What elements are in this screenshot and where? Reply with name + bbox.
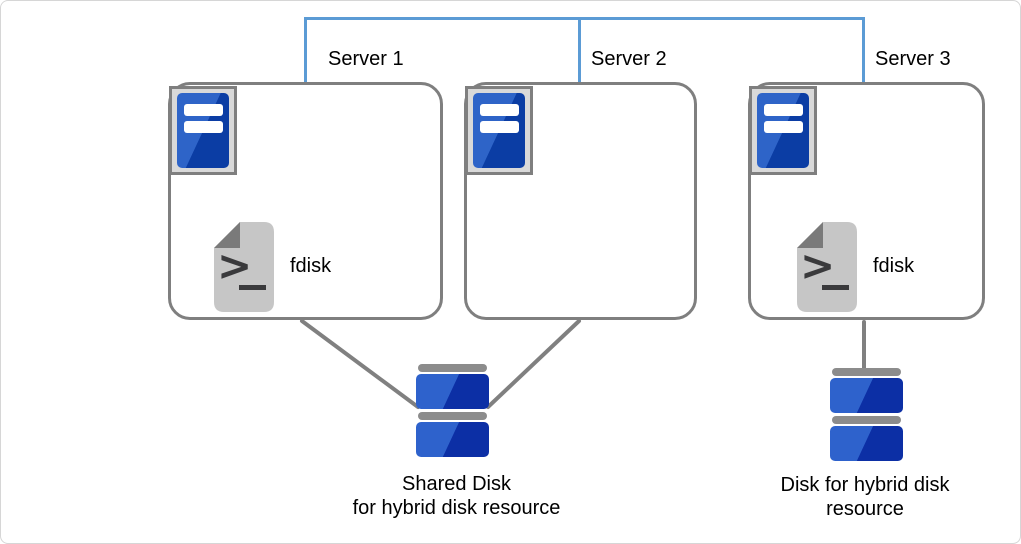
disk-unit: [830, 368, 903, 413]
hybrid-disk-caption: Disk for hybrid disk resource: [755, 473, 975, 521]
server-tower-icon: [757, 93, 809, 168]
server3-label: Server 3: [875, 48, 951, 70]
shared-disk-caption: Shared Disk for hybrid disk resource: [329, 472, 584, 520]
server3-icon-tray: [749, 86, 817, 175]
underscore-glyph: [822, 285, 849, 290]
caption-line: resource: [826, 498, 904, 520]
hybrid-disk-icon: [830, 368, 903, 461]
server2-box: [464, 82, 697, 320]
shell-script-file-icon: >: [214, 222, 274, 312]
server-slot-bar: [184, 121, 223, 133]
shell-script-file-icon: >: [797, 222, 857, 312]
disk-cap: [832, 416, 901, 424]
prompt-glyph: >: [800, 241, 835, 290]
shared-disk-icon: [416, 364, 489, 457]
caption-line: Shared Disk: [402, 473, 511, 495]
network-trunk-line: [304, 17, 865, 20]
server3-fdisk: > fdisk: [796, 221, 956, 313]
caption-line: Disk for hybrid disk: [780, 474, 950, 496]
prompt-glyph: >: [217, 241, 252, 290]
server2-icon-tray: [465, 86, 533, 175]
disk-unit: [416, 364, 489, 409]
server-slot-bar: [764, 121, 803, 133]
server2-label: Server 2: [591, 48, 667, 70]
document-fold: [214, 222, 240, 248]
server-slot-bar: [480, 121, 519, 133]
disk-unit: [416, 412, 489, 457]
server1-fdisk: > fdisk: [213, 221, 373, 313]
server-slot-bar: [480, 104, 519, 116]
disk-cap: [418, 364, 487, 372]
disk-cap: [418, 412, 487, 420]
disk-body: [416, 422, 489, 457]
server2-to-shared-disk-line: [486, 319, 581, 409]
fdisk-label: fdisk: [290, 255, 332, 277]
fdisk-label: fdisk: [873, 255, 915, 277]
caption-line: for hybrid disk resource: [352, 497, 561, 519]
server-slot-bar: [764, 104, 803, 116]
server-tower-icon: [177, 93, 229, 168]
server1-label: Server 1: [328, 48, 404, 70]
server-slot-bar: [184, 104, 223, 116]
network-drop-line-server2: [578, 17, 581, 82]
disk-body: [830, 378, 903, 413]
disk-body: [416, 374, 489, 409]
disk-cap: [832, 368, 901, 376]
server1-to-shared-disk-line: [300, 319, 420, 409]
underscore-glyph: [239, 285, 266, 290]
server-tower-icon: [473, 93, 525, 168]
network-drop-line-server3: [862, 17, 865, 82]
network-drop-line-server1: [304, 17, 307, 82]
server1-icon-tray: [169, 86, 237, 175]
disk-body: [830, 426, 903, 461]
document-fold: [797, 222, 823, 248]
disk-unit: [830, 416, 903, 461]
